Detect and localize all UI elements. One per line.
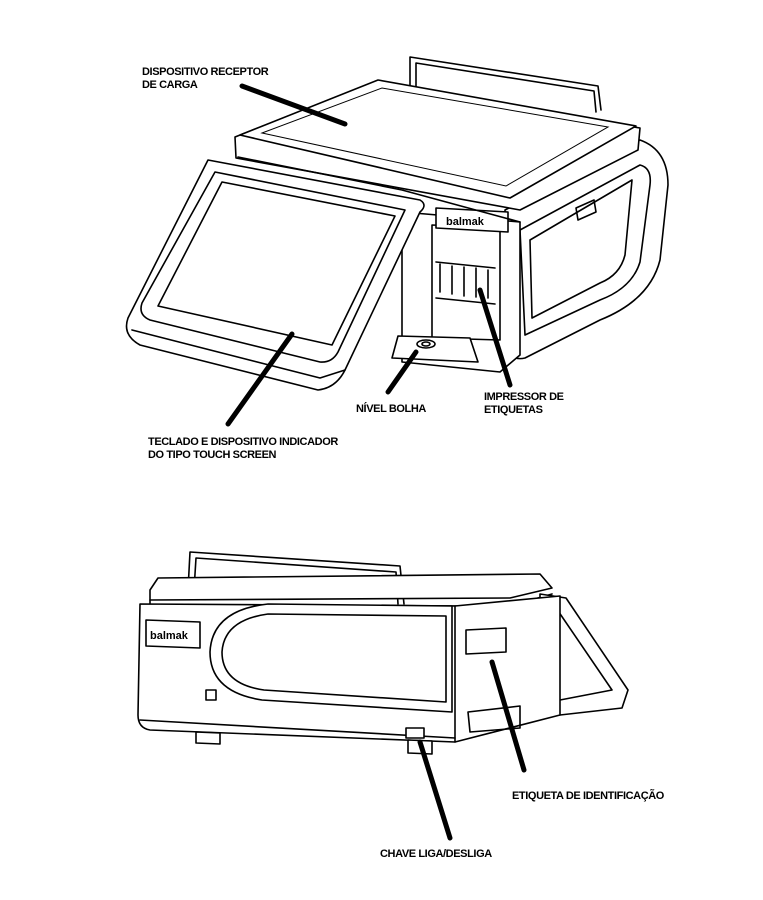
label-label-printer-line2: ETIQUETAS [484, 404, 543, 416]
label-bubble-level: NÍVEL BOLHA [356, 403, 426, 415]
label-keyboard-display: TECLADO E DISPOSITIVO INDICADOR DO TIPO … [148, 436, 338, 462]
bubble-level-icon [416, 339, 436, 349]
arrow-identification-tag [489, 659, 527, 773]
arrow-bubble-level [385, 349, 419, 395]
label-identification-tag: ETIQUETA DE IDENTIFICAÇÃO [512, 790, 664, 802]
power-switch-housing [405, 727, 425, 739]
touch-screen-frame [140, 171, 406, 363]
side-logo-text: balmak [150, 630, 189, 642]
label-keyboard-display-line1: TECLADO E DISPOSITIVO INDICADOR [148, 436, 338, 448]
arrow-load-receiver [239, 83, 348, 127]
side-platform [149, 573, 553, 601]
label-load-receiver-line1: DISPOSITIVO RECEPTOR [142, 66, 269, 78]
scale-side-view: balmak [137, 551, 629, 755]
label-keyboard-display-line2: DO TIPO TOUCH SCREEN [148, 449, 277, 461]
side-logo-plate [145, 619, 201, 649]
touch-screen-glass [157, 181, 396, 346]
label-label-printer: IMPRESSOR DE ETIQUETAS [484, 391, 564, 417]
printer-logo-text: balmak [446, 216, 485, 228]
arrow-label-printer [477, 287, 513, 388]
arrow-power-switch [417, 739, 453, 841]
arrow-keyboard-display [225, 331, 295, 427]
label-load-receiver: DISPOSITIVO RECEPTOR DE CARGA [142, 66, 269, 92]
scale-front-view: balmak [125, 56, 669, 391]
foot-left [195, 731, 221, 745]
side-window-panel [209, 603, 453, 713]
label-load-receiver-line2: DE CARGA [142, 79, 198, 91]
label-power-switch: CHAVE LIGA/DESLIGA [380, 848, 492, 860]
handle-bar [409, 56, 602, 111]
label-label-printer-line1: IMPRESSOR DE [484, 391, 564, 403]
identification-label-plate [465, 627, 507, 655]
bubble-level-housing [391, 335, 479, 363]
